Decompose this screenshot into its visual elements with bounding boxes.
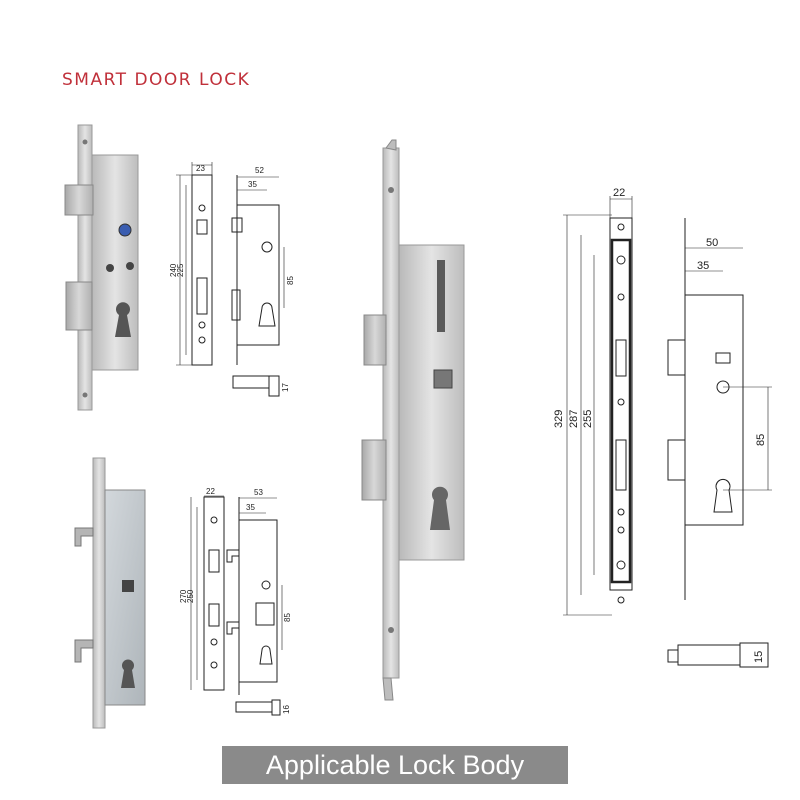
dim-center: 85 [283,613,292,622]
drawing-side-top-left [231,175,285,397]
drawing-front-right [563,196,633,616]
spindle-hole [433,369,453,389]
applicable-lock-body-banner: Applicable Lock Body [222,746,568,784]
dim-backset: 35 [246,503,255,512]
dead-bolt [65,281,93,331]
dim-length-inner: 250 [186,589,195,603]
cylinder-hole [115,302,131,337]
drawing-front-bottom-left [190,495,225,691]
spindle-hole [118,223,132,237]
dim-bolt: 16 [282,705,291,714]
dim-bolt: 15 [753,651,765,663]
dim-length-outer: 270 [179,589,188,603]
drawing-side-right [667,218,772,668]
page-title: SMART DOOR LOCK [62,70,251,90]
drawing-front-top-left [176,162,213,366]
dim-side-width: 53 [254,488,263,497]
dim-front-width: 22 [206,487,215,496]
dim-front-width: 23 [196,164,205,173]
dim-side-width: 52 [255,166,264,175]
dim-length-inner: 255 [582,410,594,428]
hook-bolt-top [74,527,94,547]
lock-photo-top-left [64,124,139,411]
cylinder-hole [430,486,450,530]
lock-case [398,244,465,561]
dim-front-width: 22 [613,187,625,199]
cylinder-hole [121,659,135,688]
dim-side-width: 50 [706,237,718,249]
dim-center: 85 [286,276,295,285]
hook-bolt-bottom [74,639,94,663]
drawing-side-bottom-left [226,497,283,716]
faceplate [382,147,400,679]
dim-length-outer: 240 [169,263,178,277]
latch-bolt [363,314,387,366]
dim-bolt: 17 [281,383,290,392]
faceplate [77,124,93,411]
dim-center: 85 [755,434,767,446]
lock-photo-center [361,139,465,701]
latch-bolt [64,184,94,216]
faceplate [92,457,106,729]
dim-backset: 35 [697,260,709,272]
dim-length-mid: 287 [568,410,580,428]
dim-backset: 35 [248,180,257,189]
dead-bolt [361,439,387,501]
dim-length-outer: 329 [553,410,565,428]
lock-photo-bottom-left [74,457,146,729]
dim-length-inner: 225 [176,263,185,277]
